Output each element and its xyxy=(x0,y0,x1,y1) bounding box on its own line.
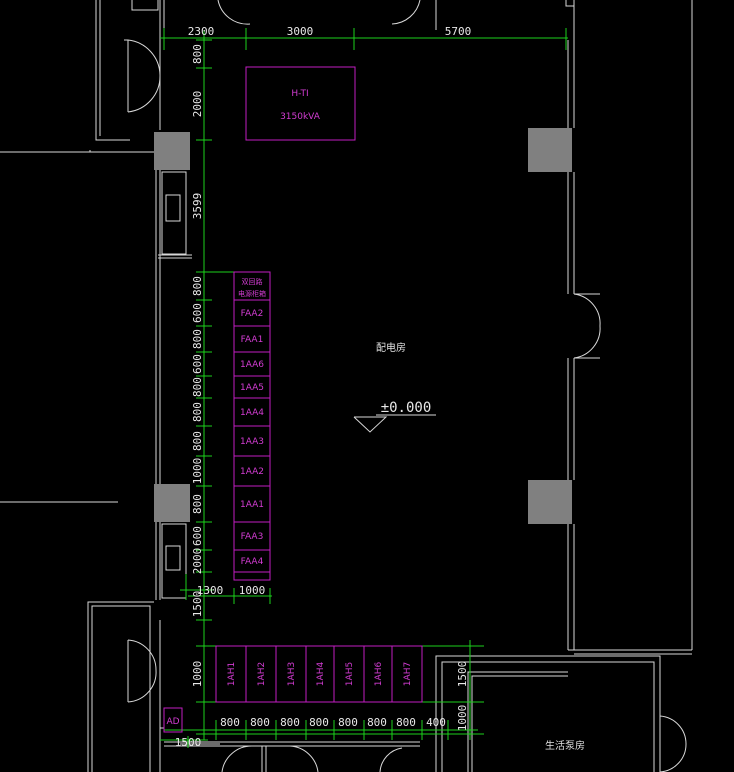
bottom-left-tag-box xyxy=(163,707,183,733)
panel-label: 1AA5 xyxy=(240,383,264,393)
dim-top-3: 5700 xyxy=(445,25,472,38)
dim-left: 800 xyxy=(191,276,204,296)
bottom-panel-cell xyxy=(391,645,423,703)
bottom-panel-label: 1AH3 xyxy=(287,662,297,686)
bottom-panel-label: 1AH6 xyxy=(374,662,384,687)
panel-header-line1: 双回路 xyxy=(242,277,263,286)
transformer-box xyxy=(245,66,356,141)
elevation-marker xyxy=(353,416,388,433)
dim-base-1: 1300 xyxy=(197,584,224,597)
dim-left: 600 xyxy=(191,354,204,374)
wall-niche xyxy=(161,171,187,599)
dim-bottom: 800 xyxy=(280,716,300,729)
bottom-panel-label: 1AH1 xyxy=(227,662,237,686)
dim-left: 800 xyxy=(191,494,204,514)
panel-label: 1AA4 xyxy=(240,408,264,418)
transformer-rating: 3150kVA xyxy=(280,112,321,122)
dimension-lines xyxy=(160,28,568,748)
elevation-label: ±0.000 xyxy=(381,400,432,416)
bottom-panel-label: 1AH4 xyxy=(316,662,326,687)
room-labels: 配电房 ±0.000 生活泵房 xyxy=(353,341,585,752)
dim-bottom: 400 xyxy=(426,716,446,729)
dim-bottom: 800 xyxy=(220,716,240,729)
transformer: H-TI 3150kVA xyxy=(245,66,356,141)
panel-label: 1AA6 xyxy=(240,360,264,370)
panel-label: FAA1 xyxy=(241,335,264,345)
dim-base-2: 1000 xyxy=(239,584,266,597)
dim-left: 800 xyxy=(191,44,204,64)
pump-room-name: 生活泵房 xyxy=(545,739,585,752)
bottom-panel-label: 1AH5 xyxy=(345,662,355,686)
bottom-panel-label: 1AH2 xyxy=(257,662,267,686)
dim-left: 800 xyxy=(191,431,204,451)
dim-left: 600 xyxy=(191,526,204,546)
column-upper-left xyxy=(154,132,190,170)
dim-bottom: 800 xyxy=(367,716,387,729)
dim-left-lower: 1500 xyxy=(175,736,202,749)
doors xyxy=(124,0,687,772)
dim-left: 800 xyxy=(191,329,204,349)
walls xyxy=(0,0,693,772)
room-name: 配电房 xyxy=(376,341,406,354)
bottom-panel-label: 1AH7 xyxy=(403,662,413,686)
panel-label: FAA4 xyxy=(241,557,264,567)
dim-top-1: 2300 xyxy=(188,25,215,38)
dim-left: 1500 xyxy=(191,591,204,618)
dim-left: 2000 xyxy=(191,548,204,575)
dim-left: 600 xyxy=(191,303,204,323)
panel-label: FAA2 xyxy=(241,309,264,319)
columns xyxy=(154,128,572,524)
dim-top-2: 3000 xyxy=(287,25,314,38)
dim-bottom: 800 xyxy=(250,716,270,729)
panel-label: 1AA2 xyxy=(240,467,264,477)
column-upper-right xyxy=(528,128,572,172)
dim-left: 800 xyxy=(191,377,204,397)
dim-left: 3599 xyxy=(191,193,204,220)
dim-bottom: 800 xyxy=(309,716,329,729)
panel-header-line2: 电源柜箱 xyxy=(238,289,266,298)
dim-bottom: 800 xyxy=(338,716,358,729)
dim-left: 2000 xyxy=(191,91,204,118)
dim-left: 1000 xyxy=(191,661,204,688)
dim-left: 1000 xyxy=(191,458,204,485)
transformer-label: H-TI xyxy=(291,89,308,99)
dim-left: 800 xyxy=(191,402,204,422)
dim-right-1: 1500 xyxy=(456,661,469,688)
panel-label: 1AA3 xyxy=(240,437,264,447)
panel-label: FAA3 xyxy=(241,532,264,542)
dim-bottom: 800 xyxy=(396,716,416,729)
column-lower-left xyxy=(154,484,190,522)
panel-base xyxy=(233,571,271,581)
column-lower-right xyxy=(528,480,572,524)
bottom-panel-row: 1AH1 1AH2 1AH3 1AH4 1AH5 1AH6 1AH7 AD xyxy=(163,645,423,733)
bottom-left-tag: AD xyxy=(166,717,179,727)
panel-label: 1AA1 xyxy=(240,500,264,510)
dimension-text: 2300 3000 5700 800 2000 3599 800 600 800 600 80… xyxy=(175,25,472,749)
dim-right-2: 1000 xyxy=(456,705,469,732)
